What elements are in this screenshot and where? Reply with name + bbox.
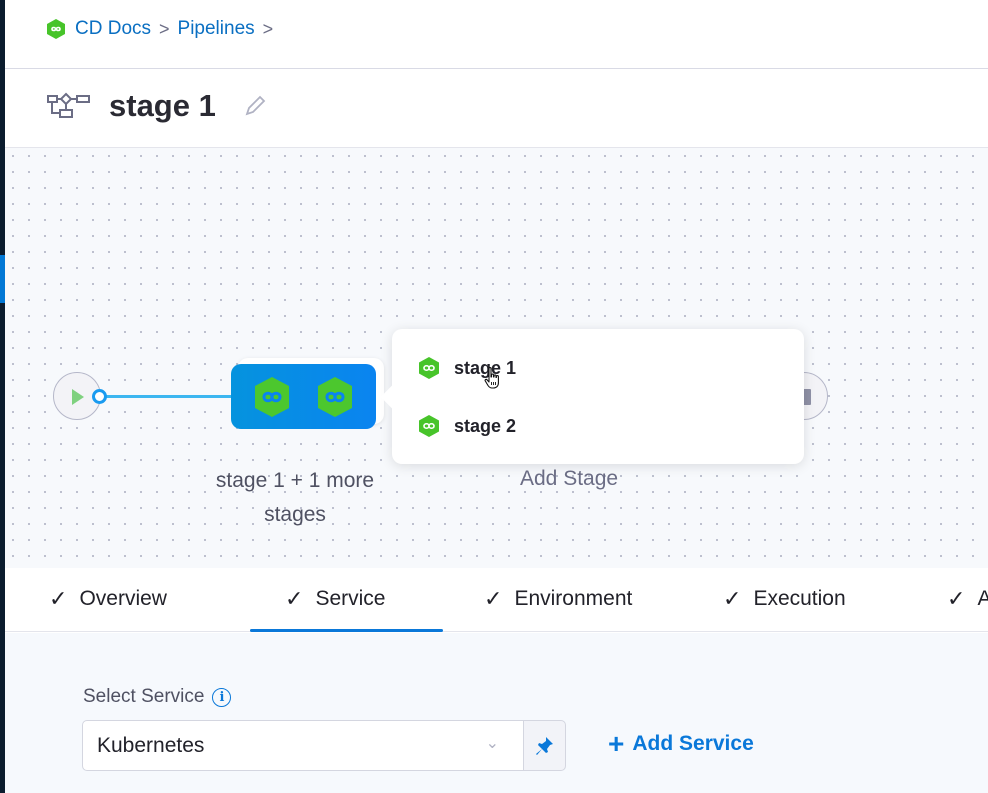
popup-item-label: stage 1 [454, 357, 517, 378]
add-stage-button[interactable]: Add Stage [520, 467, 619, 490]
stage-group-node[interactable] [231, 364, 376, 429]
check-icon: ✓ [723, 586, 742, 611]
active-tab-indicator [250, 629, 443, 632]
select-value: Kubernetes [97, 733, 205, 757]
edit-pencil-icon[interactable] [242, 93, 268, 119]
cd-module-icon [47, 19, 65, 39]
tab-overview[interactable]: ✓ Overview [49, 586, 167, 612]
add-service-label: Add Service [632, 732, 754, 755]
tab-advanced[interactable]: ✓A [947, 586, 988, 612]
connector-line [106, 395, 232, 398]
pipeline-stage-icon [47, 92, 90, 118]
play-icon [72, 389, 84, 405]
breadcrumb: CD Docs > Pipelines > [45, 18, 273, 40]
tab-label: Service [315, 587, 386, 610]
pin-icon [535, 736, 553, 755]
stage-group-popup: stage 1 stage 2 [380, 329, 804, 464]
info-icon[interactable]: i [212, 687, 232, 707]
tab-label: Overview [79, 587, 167, 610]
check-icon: ✓ [285, 586, 304, 611]
label-text: Select Service [83, 686, 205, 707]
deploy-stage-icon [419, 415, 439, 437]
page-header: stage 1 [47, 88, 268, 124]
tab-execution[interactable]: ✓ Execution [723, 586, 846, 612]
tab-environment[interactable]: ✓ Environment [484, 586, 632, 612]
chevron-down-icon: ⌄ [485, 735, 499, 752]
deploy-stage-icon [317, 376, 352, 417]
check-icon: ✓ [947, 586, 966, 611]
stage-tabs: ✓ Overview ✓ Service ✓ Environment ✓ Executi… [5, 568, 988, 632]
tab-label: A [977, 587, 988, 610]
nav-active-indicator [0, 255, 5, 303]
pin-button[interactable] [523, 720, 566, 771]
check-icon: ✓ [484, 586, 503, 611]
service-form: Select Service i Kubernetes ⌄ + Add Service [5, 633, 988, 793]
deploy-stage-icon [419, 357, 439, 379]
left-nav-rail [0, 0, 5, 793]
popup-item-label: stage 2 [454, 415, 517, 436]
popup-item-stage-2[interactable]: stage 2 [418, 414, 516, 438]
page-title: stage 1 [109, 88, 216, 123]
hand-cursor-icon [484, 367, 499, 389]
select-service-label: Select Service i [83, 686, 232, 708]
breadcrumb-pipelines[interactable]: Pipelines [177, 18, 255, 39]
breadcrumb-separator: > [262, 18, 274, 39]
popup-item-stage-1[interactable]: stage 1 [418, 356, 516, 380]
check-icon: ✓ [49, 586, 68, 611]
plus-icon: + [608, 728, 625, 759]
tab-label: Execution [753, 587, 846, 610]
stage-group-label: stage 1 + 1 more stages [215, 469, 375, 526]
divider [5, 68, 988, 69]
breadcrumb-separator: > [159, 18, 170, 39]
add-service-button[interactable]: + Add Service [608, 728, 754, 759]
tab-service[interactable]: ✓ Service [285, 586, 385, 612]
stop-icon [803, 389, 811, 405]
service-select[interactable]: Kubernetes ⌄ [82, 720, 524, 771]
connector-port[interactable] [92, 389, 107, 404]
tab-label: Environment [514, 587, 633, 610]
breadcrumb-cd-docs[interactable]: CD Docs [75, 18, 152, 39]
deploy-stage-icon [255, 376, 290, 417]
